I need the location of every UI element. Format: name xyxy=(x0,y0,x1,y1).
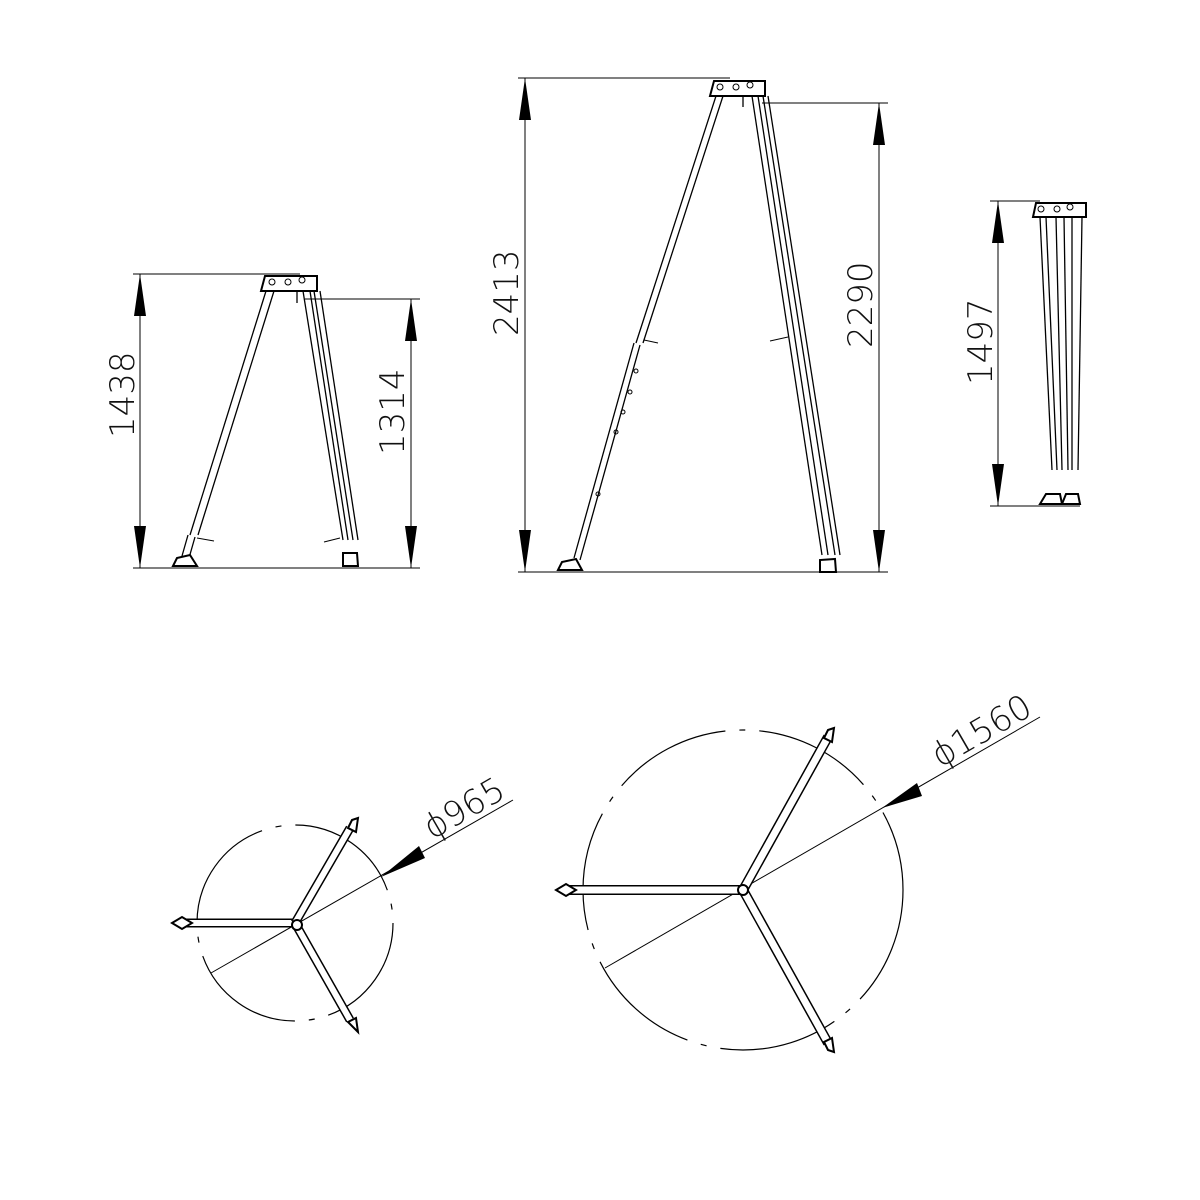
dimension-label-2290: 2290 xyxy=(841,261,881,348)
side-view-folded xyxy=(990,200,1087,507)
top-view-maximum-footprint xyxy=(554,716,1041,1054)
side-view-minimum-height xyxy=(133,273,420,569)
dimension-label-2413: 2413 xyxy=(487,249,527,336)
side-view-maximum-height xyxy=(518,77,888,573)
dimension-label-diameter-965: ϕ965 xyxy=(417,769,513,847)
dimension-label-1314: 1314 xyxy=(373,368,413,455)
dimension-label-1497: 1497 xyxy=(961,298,1001,385)
dimension-label-1438: 1438 xyxy=(103,351,143,438)
dimension-label-diameter-1560: ϕ1560 xyxy=(925,687,1039,776)
top-view-minimum-footprint xyxy=(170,799,514,1035)
